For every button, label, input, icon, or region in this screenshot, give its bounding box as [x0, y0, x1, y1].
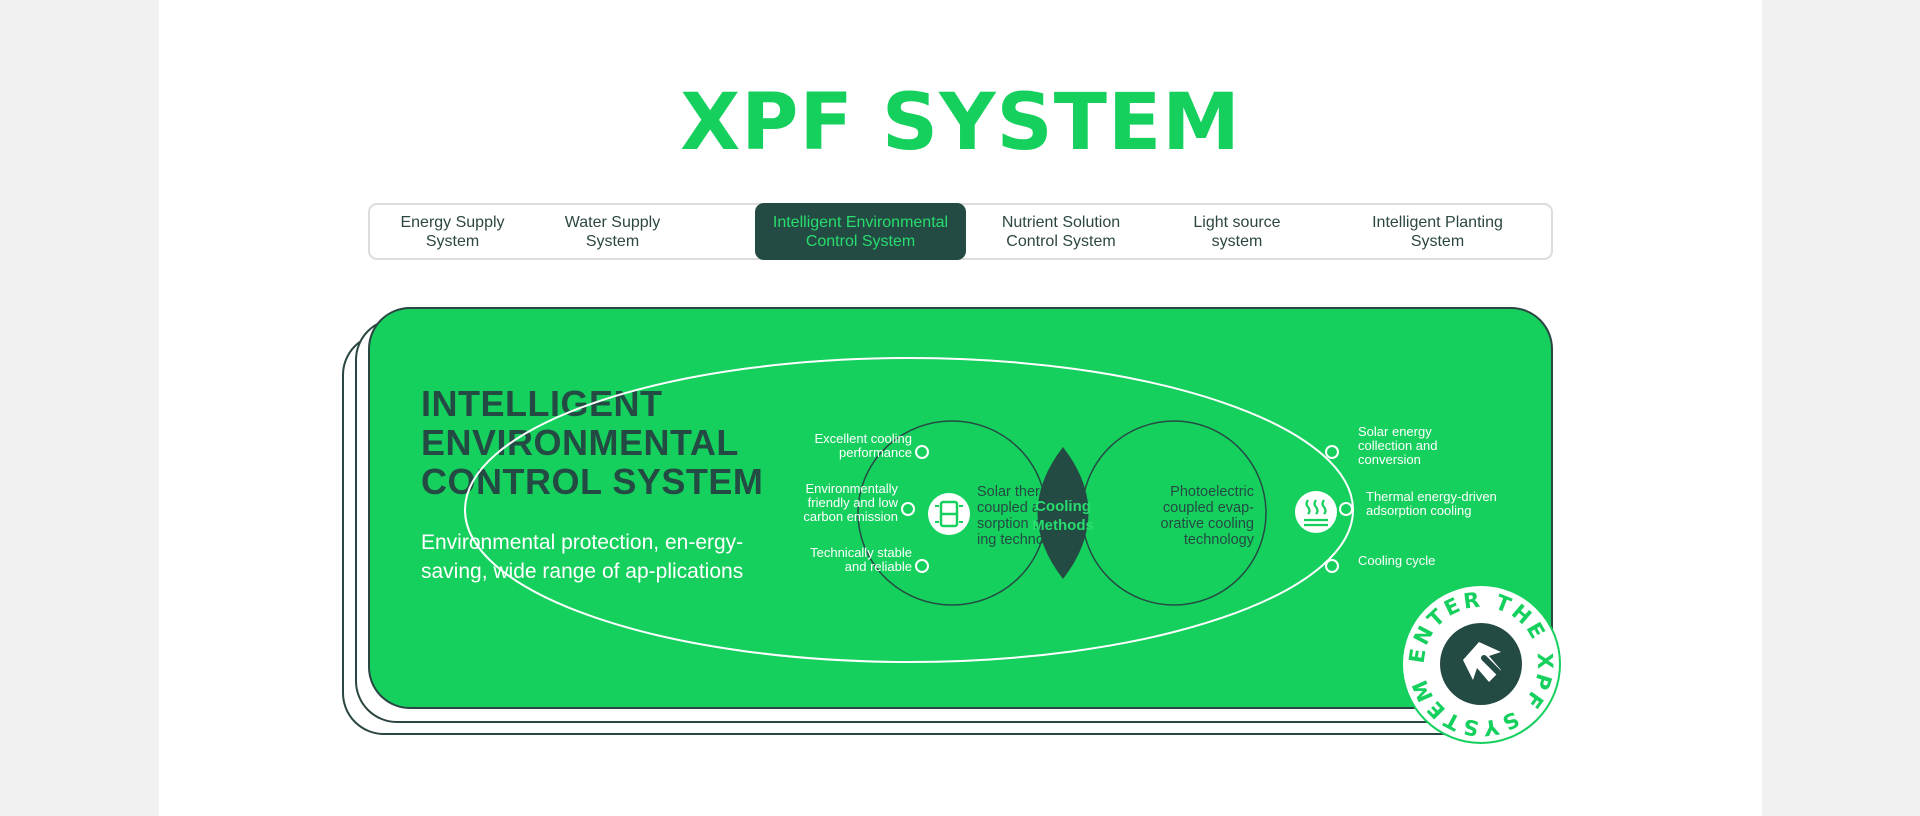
left-node-2	[901, 502, 915, 516]
overlap-region	[1037, 447, 1089, 579]
feature-cooling-cycle: Cooling cycle	[1358, 553, 1436, 568]
page-title: XPF SYSTEM	[680, 78, 1241, 168]
right-node-3	[1325, 559, 1339, 573]
left-node-3	[915, 559, 929, 573]
tab-nutrient-solution[interactable]: Nutrient Solution Control System	[1001, 213, 1121, 250]
outer-ellipse	[464, 357, 1354, 663]
right-method-text: Photoelectric coupled evap- orative cool…	[1160, 484, 1255, 548]
tab-intelligent-planting[interactable]: Intelligent Planting System	[1372, 213, 1503, 250]
tab-light-source[interactable]: Light source system	[1193, 213, 1281, 250]
feature-solar-energy: Solar energy collection and conversion	[1358, 424, 1438, 467]
cooling-methods-diagram	[464, 357, 1354, 663]
left-node-1	[915, 445, 929, 459]
right-node-1	[1325, 445, 1339, 459]
tab-water-supply[interactable]: Water Supply System	[564, 213, 661, 250]
page-content: XPF SYSTEM Energy Supply System Water Su…	[159, 0, 1762, 816]
tab-energy-supply[interactable]: Energy Supply System	[400, 213, 505, 250]
feature-technically-stable: Technically stable and reliable	[810, 545, 912, 574]
right-node-2	[1339, 502, 1353, 516]
feature-thermal-energy-driven: Thermal energy-driven adsorption cooling	[1366, 489, 1497, 518]
left-method-text: Solar thermal coupled ad- sorption cool-…	[977, 484, 1071, 548]
feature-excellent-cooling: Excellent cooling performance	[814, 431, 912, 460]
cooling-methods-label: Cooling Methods	[1032, 498, 1094, 534]
enter-xpf-system-button[interactable]: ENTER THE XPF SYSTEM	[1400, 583, 1562, 745]
card-title: INTELLIGENT ENVIRONMENTAL CONTROL SYSTEM	[421, 383, 764, 502]
feature-environmentally-friendly: Environmentally friendly and low carbon …	[803, 481, 898, 524]
arrow-up-left-icon	[1463, 642, 1506, 682]
thermal-battery-icon	[928, 493, 970, 535]
heat-wave-icon	[1295, 491, 1337, 533]
tab-bar: Energy Supply System Water Supply System…	[368, 203, 1553, 260]
tab-intelligent-environmental-control[interactable]: Intelligent Environmental Control System	[755, 203, 966, 260]
card-description: Environmental protection, en-ergy-saving…	[421, 531, 744, 583]
